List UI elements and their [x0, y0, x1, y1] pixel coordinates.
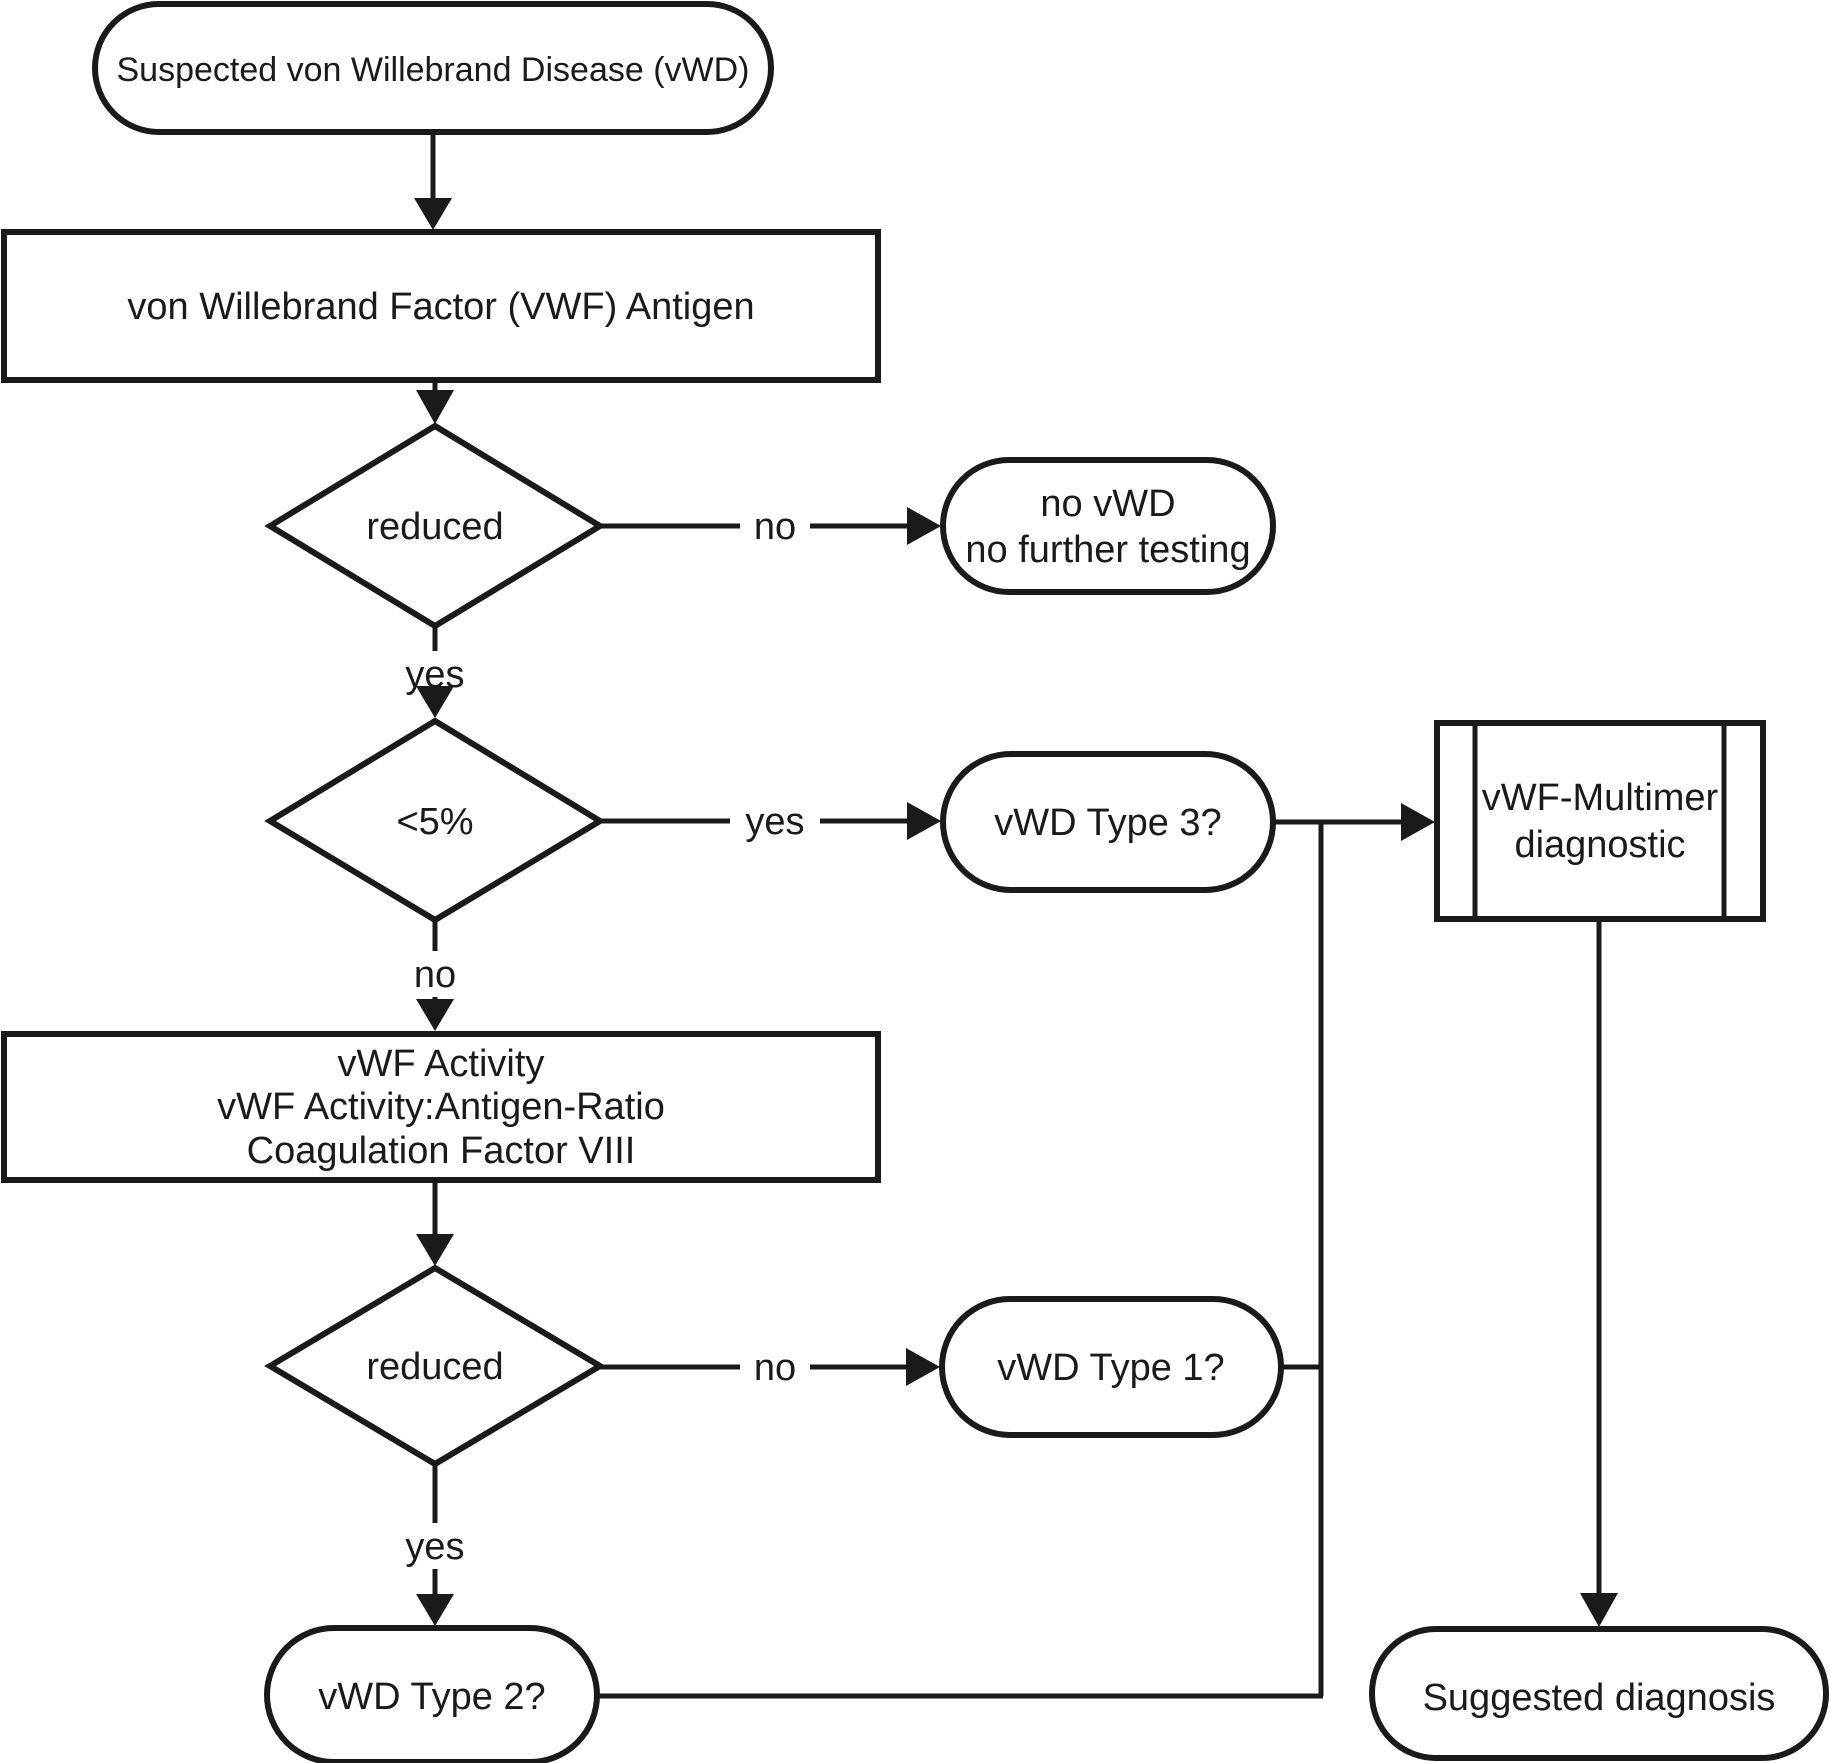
- node-vwf-antigen: von Willebrand Factor (VWF) Antigen: [1, 229, 881, 383]
- node-decision-reduced-2: reduced: [264, 1264, 606, 1468]
- node-vwf-antigen-label: von Willebrand Factor (VWF) Antigen: [127, 286, 754, 328]
- node-no-vwd: no vWD no further testing: [940, 457, 1276, 595]
- node-decision-reduced-1-label: reduced: [366, 506, 503, 548]
- node-decision-lt5-shape: [264, 717, 606, 924]
- node-no-vwd-line2: no further testing: [965, 529, 1250, 571]
- edge-label-reduced2-no: no: [754, 1347, 796, 1389]
- label-bg-reduced1-no: [740, 503, 810, 549]
- node-multimer: vWF-Multimer diagnostic: [1434, 720, 1766, 922]
- arrowhead-into-reduced1: [416, 390, 454, 424]
- arrowhead-into-reduced2: [416, 1234, 454, 1266]
- node-activity-panel-line1: vWF Activity: [338, 1043, 545, 1085]
- node-decision-lt5: <5%: [264, 717, 606, 924]
- arrowhead-into-type3: [907, 802, 941, 840]
- node-suggested-diagnosis-label: Suggested diagnosis: [1423, 1677, 1776, 1719]
- arrowhead-into-antigen: [414, 198, 452, 230]
- node-start: Suspected von Willebrand Disease (vWD): [92, 1, 774, 135]
- arrowhead-into-multimer: [1401, 803, 1435, 841]
- node-activity-panel-line2: vWF Activity:Antigen-Ratio: [217, 1086, 665, 1128]
- node-multimer-line1: vWF-Multimer: [1482, 777, 1719, 819]
- arrowhead-into-suggested: [1580, 1593, 1618, 1627]
- label-bg-reduced2-no: [740, 1344, 810, 1390]
- node-vwf-antigen-shape: [1, 229, 881, 383]
- node-activity-panel-shape: [1, 1031, 881, 1183]
- node-suggested-diagnosis-shape: [1369, 1626, 1829, 1761]
- node-vwd-type2-label: vWD Type 2?: [318, 1676, 545, 1718]
- arrowhead-into-activity: [416, 999, 454, 1031]
- node-multimer-shape: [1434, 720, 1766, 922]
- arrowhead-into-type2: [416, 1594, 454, 1626]
- arrowhead-into-novwd: [907, 507, 941, 545]
- arrowhead-into-type1: [906, 1348, 940, 1386]
- node-no-vwd-shape: [940, 457, 1276, 595]
- edge-label-lt5-no: no: [414, 954, 456, 996]
- node-activity-panel-line3: Coagulation Factor VIII: [247, 1130, 636, 1172]
- node-vwd-type3: vWD Type 3?: [940, 751, 1276, 893]
- label-bg-reduced2-yes: [390, 1523, 480, 1569]
- node-decision-reduced-1: reduced: [264, 422, 606, 630]
- node-start-label: Suspected von Willebrand Disease (vWD): [116, 51, 749, 89]
- node-decision-reduced-2-label: reduced: [366, 1346, 503, 1388]
- node-vwd-type2: vWD Type 2?: [264, 1625, 600, 1763]
- node-decision-reduced-2-shape: [264, 1264, 606, 1468]
- edge-label-reduced2-yes: yes: [405, 1526, 464, 1568]
- label-bg-lt5-yes: [730, 798, 820, 844]
- node-no-vwd-line1: no vWD: [1040, 483, 1175, 525]
- node-start-shape: [92, 1, 774, 135]
- node-vwd-type1: vWD Type 1?: [939, 1296, 1284, 1438]
- edge-label-lt5-yes: yes: [745, 801, 804, 843]
- node-vwd-type3-label: vWD Type 3?: [994, 802, 1221, 844]
- node-decision-reduced-1-shape: [264, 422, 606, 630]
- node-vwd-type1-label: vWD Type 1?: [997, 1347, 1224, 1389]
- node-vwd-type1-shape: [939, 1296, 1284, 1438]
- node-multimer-line2: diagnostic: [1514, 824, 1685, 866]
- node-activity-panel: vWF Activity vWF Activity:Antigen-Ratio …: [1, 1031, 881, 1183]
- node-vwd-type3-shape: [940, 751, 1276, 893]
- node-suggested-diagnosis: Suggested diagnosis: [1369, 1626, 1829, 1761]
- connectors: no yes yes no: [390, 132, 1618, 1699]
- node-vwd-type2-shape: [264, 1625, 600, 1763]
- edge-label-reduced1-no: no: [754, 506, 796, 548]
- arrowhead-into-lt5: [416, 686, 454, 718]
- node-decision-lt5-label: <5%: [396, 801, 473, 843]
- label-bg-lt5-no: [400, 951, 470, 997]
